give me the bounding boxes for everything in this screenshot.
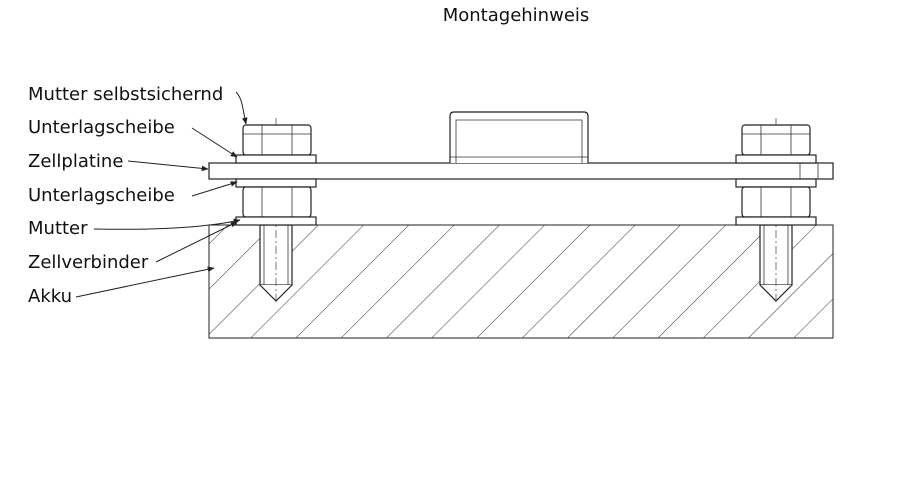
label-nut: Mutter xyxy=(28,218,88,239)
leader-cell-board xyxy=(127,160,209,172)
leader-nut xyxy=(93,218,241,230)
board-connector xyxy=(449,111,589,163)
leader-self-locking-nut xyxy=(235,91,248,125)
right-fastener-stack xyxy=(735,124,817,226)
label-self-locking-nut: Mutter selbstsichernd xyxy=(28,84,223,105)
label-lower-washer: Unterlagscheibe xyxy=(28,185,175,206)
leader-lines xyxy=(75,91,248,298)
part-labels: Mutter selbstsichernd Unterlagscheibe Ze… xyxy=(28,84,223,307)
label-upper-washer: Unterlagscheibe xyxy=(28,117,175,138)
label-cell-board: Zellplatine xyxy=(28,151,123,172)
diagram-title: Montagehinweis xyxy=(443,5,590,26)
label-battery: Akku xyxy=(28,286,72,307)
left-fastener-stack xyxy=(235,124,317,226)
leader-upper-washer xyxy=(191,127,238,158)
leader-cell-connector xyxy=(155,221,238,263)
label-cell-connector: Zellverbinder xyxy=(28,252,149,273)
leader-lower-washer xyxy=(191,181,238,197)
cell-board xyxy=(208,162,834,180)
left-stud xyxy=(259,118,293,305)
leader-battery xyxy=(75,266,215,298)
battery-block xyxy=(208,224,834,339)
